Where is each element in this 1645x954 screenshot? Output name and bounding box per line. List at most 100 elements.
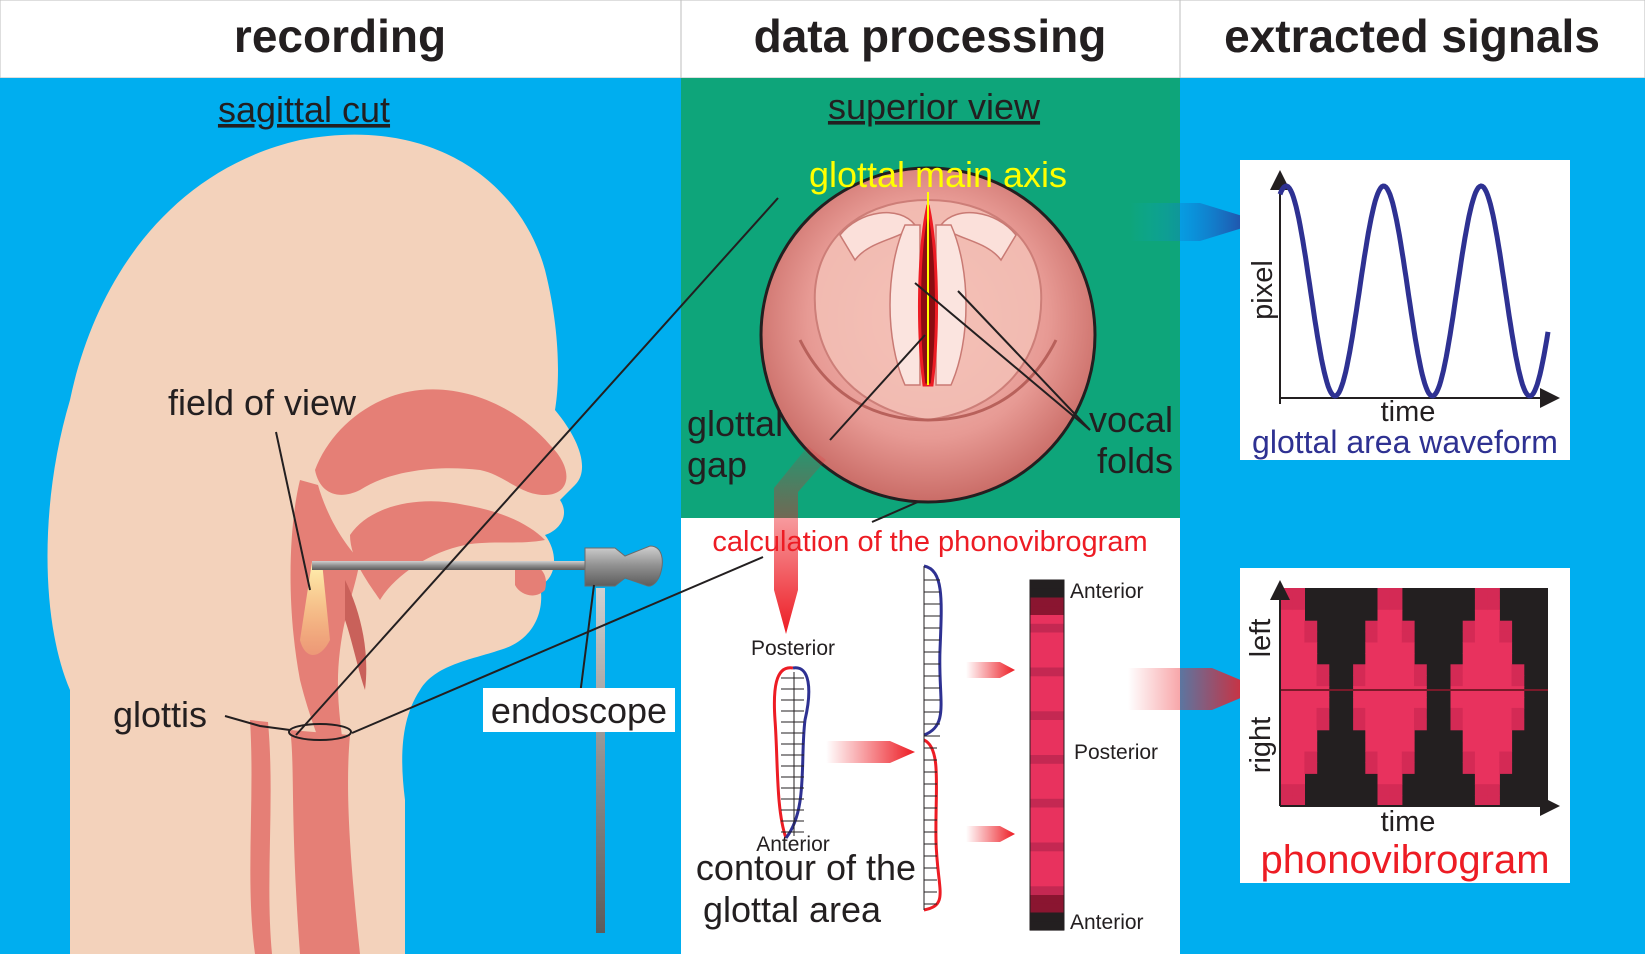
pvg-cell — [1304, 686, 1318, 698]
pvg-cell — [1487, 740, 1500, 753]
pvg-cell — [1487, 784, 1500, 796]
pvg-cell — [1280, 598, 1293, 611]
field-of-view-cone — [300, 562, 330, 655]
pvg-cell — [1377, 762, 1391, 774]
pvg-cell — [1365, 762, 1379, 774]
pvg-cell — [1365, 718, 1379, 731]
pvg-cell — [1462, 740, 1476, 753]
pvg-cell — [1292, 762, 1305, 774]
pvg-cell — [1292, 631, 1305, 644]
strip-border — [1029, 579, 1065, 931]
strip-cell — [1030, 763, 1064, 774]
pvg-cell — [1389, 653, 1403, 665]
pvg-cell — [1280, 707, 1293, 720]
pvg-cell — [1292, 620, 1305, 633]
pvg-calculation-label: calculation of the phonovibrogram — [712, 526, 1147, 558]
pvg-image — [1280, 588, 1525, 807]
pvg-cell — [1377, 718, 1391, 731]
pvg-cell — [1499, 642, 1513, 654]
head-sagittal-illustration — [47, 134, 583, 954]
strip-cell — [1030, 860, 1064, 870]
pvg-cell — [1292, 686, 1305, 698]
pvg-cell — [1499, 751, 1513, 763]
pvg-cell — [1487, 773, 1500, 785]
pvg-cell — [1292, 740, 1305, 753]
pvg-cell — [1365, 620, 1379, 633]
pvg-cell — [1389, 631, 1403, 644]
pvg-cell — [1414, 675, 1427, 687]
pvg-cell — [1389, 675, 1403, 687]
pvg-cell — [1316, 707, 1330, 720]
pvg-cell — [1365, 686, 1379, 698]
pvg-cell — [1414, 707, 1427, 720]
esophagus — [250, 720, 272, 954]
pvg-cell — [1462, 707, 1476, 720]
pvg-cell — [1474, 631, 1488, 644]
strip-cell — [1030, 877, 1064, 887]
pvg-cell — [1316, 697, 1330, 709]
pvg-cell — [1474, 642, 1488, 654]
strip-cell — [1030, 676, 1064, 686]
strip-cell — [1030, 641, 1064, 651]
strip-cell — [1030, 615, 1064, 625]
pvg-cell — [1304, 697, 1318, 709]
pvg-cell — [1292, 718, 1305, 731]
strip-cell — [1030, 781, 1064, 791]
glottal-contour-diagram — [772, 666, 811, 839]
strip-cell — [1030, 580, 1064, 590]
pvg-cell — [1401, 751, 1415, 763]
pvg-cell — [1499, 653, 1513, 665]
pvg-cell — [1280, 762, 1293, 774]
endoscope-head — [584, 545, 663, 587]
contour-caption-line1: contour of the — [696, 847, 916, 888]
pvg-cell — [1389, 588, 1403, 600]
pvg-cell — [1304, 740, 1318, 753]
pvg-cell — [1389, 795, 1403, 807]
strip-cell — [1030, 842, 1064, 852]
gaw-panel — [1240, 160, 1570, 460]
strip-cell — [1030, 790, 1064, 800]
pvg-cell — [1280, 642, 1293, 654]
pvg-cell — [1316, 718, 1330, 731]
pvg-cell — [1280, 729, 1293, 742]
pvg-cell — [1292, 642, 1305, 654]
pvg-cell — [1365, 653, 1379, 665]
pvg-cell — [1474, 588, 1488, 600]
pvg-cell — [1487, 653, 1500, 665]
pvg-cell — [1414, 664, 1427, 676]
pvg-cell — [1377, 609, 1391, 622]
pvg-cell — [1462, 653, 1476, 665]
pvg-cell — [1292, 784, 1305, 796]
pvg-cell — [1487, 598, 1500, 611]
pvg-cell — [1377, 751, 1391, 763]
pvg-cell — [1389, 707, 1403, 720]
flow-arrow-unfold-to-strip-bottom — [966, 826, 1015, 842]
strip-cell — [1030, 632, 1064, 642]
pvg-cell — [1304, 642, 1318, 654]
pvg-cell — [1389, 620, 1403, 633]
pvg-cell — [1365, 642, 1379, 654]
pvg-cell — [1487, 762, 1500, 774]
pvg-cell — [1292, 729, 1305, 742]
unfolded-contour — [923, 564, 943, 912]
pvg-cell — [1389, 751, 1403, 763]
pvg-cell — [1450, 686, 1464, 698]
pvg-cell — [1377, 675, 1391, 687]
pvg-cell — [1450, 697, 1464, 709]
field-of-view-label: field of view — [168, 382, 357, 423]
pvg-cell — [1377, 588, 1391, 600]
larynx-superior-view — [759, 166, 1097, 504]
strip-cell — [1030, 728, 1064, 739]
pvg-cell — [1292, 675, 1305, 687]
unfolded-right-curve — [923, 738, 942, 912]
pvg-cell — [1353, 686, 1366, 698]
pvg-cell — [1353, 675, 1366, 687]
pvg-cell — [1304, 762, 1318, 774]
pvg-cell — [1353, 718, 1366, 731]
pvg-cell — [1389, 773, 1403, 785]
strip-cell — [1030, 772, 1064, 782]
endoscope-label: endoscope — [491, 690, 667, 731]
pvg-cell — [1474, 762, 1488, 774]
pvg-cell — [1389, 598, 1403, 611]
leader-glottal-gap — [829, 334, 926, 441]
